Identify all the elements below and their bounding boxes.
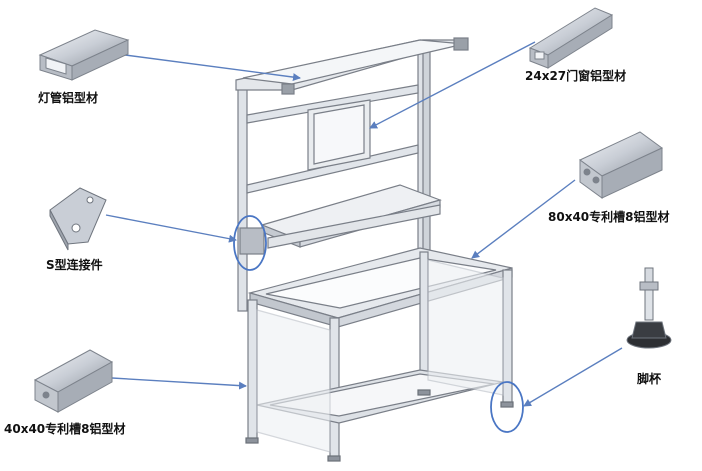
middle-shelf	[260, 184, 442, 249]
s-connector-highlight	[233, 215, 267, 271]
table-feet	[245, 389, 514, 462]
callout-arrows	[105, 41, 623, 407]
s-connector-label: S型连接件	[46, 258, 103, 272]
80x40-profile-label: 80x40专利槽8铝型材	[548, 210, 670, 224]
arrow-foot-cup	[523, 347, 623, 407]
foot-cup-highlight	[490, 381, 524, 433]
40x40-profile-label: 40x40专利槽8铝型材	[4, 422, 126, 436]
arrow-window-profile	[369, 41, 536, 129]
arrow-lamp-profile	[124, 54, 301, 82]
s-connector-thumbnail	[49, 187, 107, 251]
glass-panels	[256, 259, 504, 453]
lamp-profile-label: 灯管铝型材	[38, 91, 99, 105]
80x40-profile-thumbnail	[579, 131, 663, 199]
lamp-profile-thumbnail	[38, 29, 130, 81]
workbench-frame	[235, 37, 514, 462]
window-profile-thumbnail	[528, 7, 614, 69]
window-profile-label: 24x27门窗铝型材	[525, 69, 627, 83]
foot-cup-label: 脚杯	[637, 372, 662, 386]
s-connector-block	[239, 227, 265, 255]
arrow-s-connector	[105, 214, 237, 243]
rack-crossbars	[246, 84, 419, 194]
arrow-80x40-profile	[471, 179, 576, 259]
top-lamp-bar	[235, 37, 469, 95]
window-frame	[307, 99, 371, 171]
arrow-40x40-profile	[111, 377, 247, 390]
foot-cup-thumbnail	[626, 267, 672, 349]
40x40-profile-thumbnail	[33, 349, 114, 413]
